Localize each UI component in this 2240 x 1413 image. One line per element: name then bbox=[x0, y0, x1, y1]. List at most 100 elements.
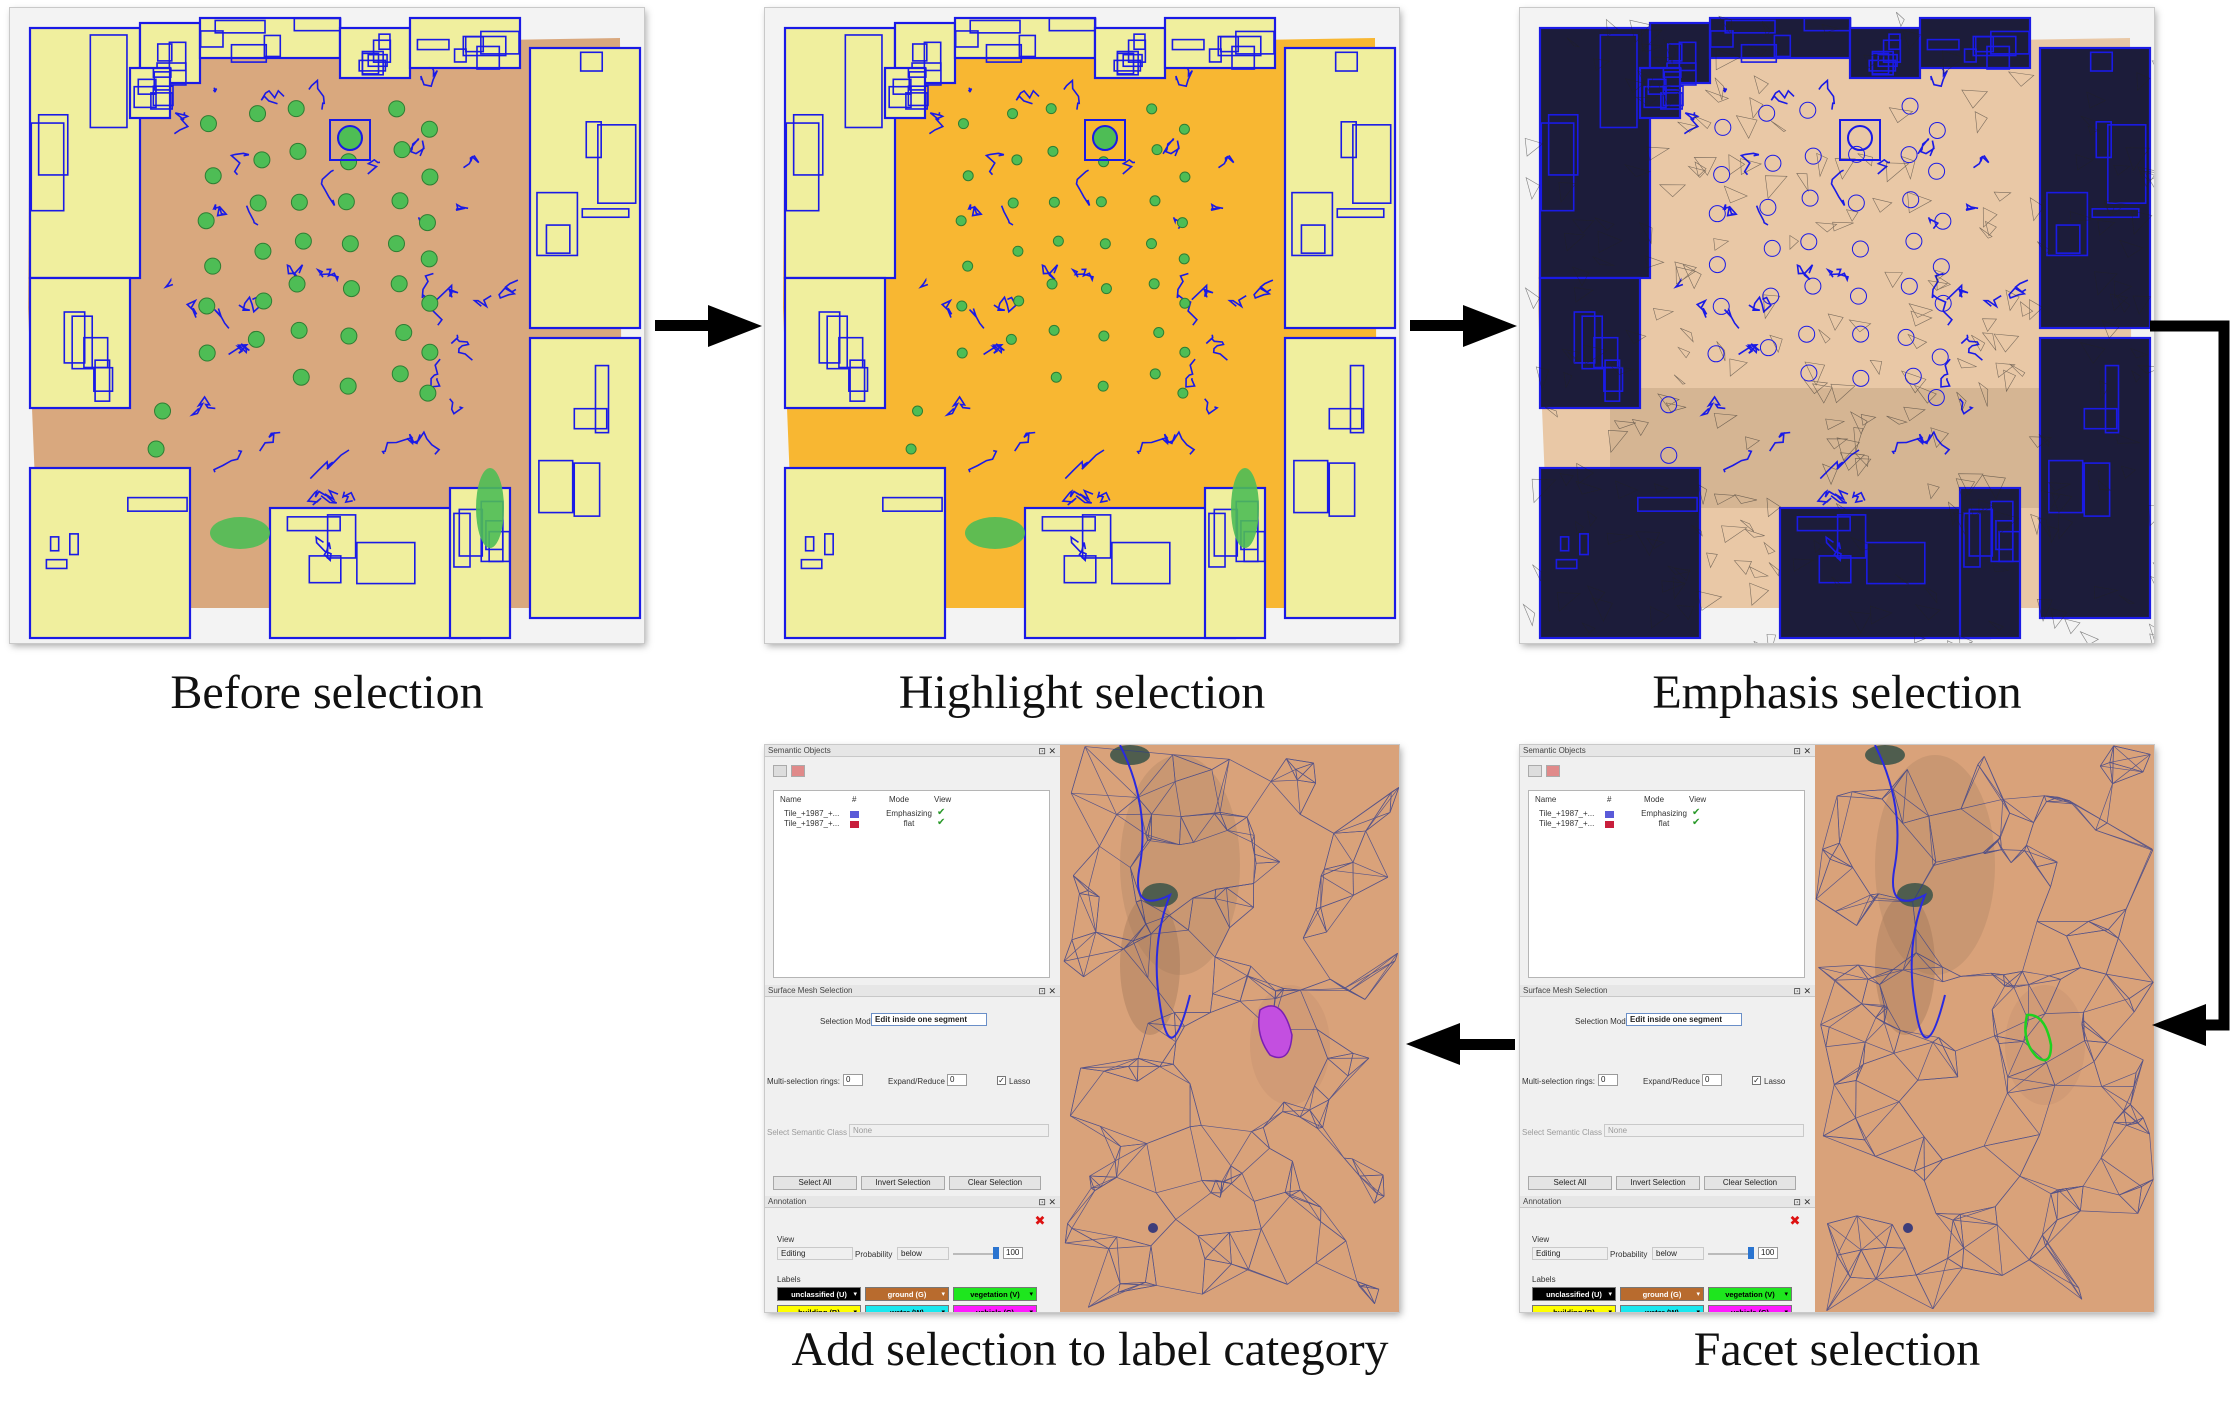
building-block bbox=[1778, 506, 1992, 640]
probability-slider[interactable] bbox=[1708, 1253, 1748, 1255]
label-button[interactable]: vehicle (C)▾ bbox=[953, 1305, 1037, 1312]
chevron-down-icon: ▾ bbox=[853, 1306, 857, 1312]
row-color-swatch[interactable] bbox=[1605, 821, 1614, 828]
row-color-swatch[interactable] bbox=[1605, 811, 1614, 818]
dock-close-icon[interactable]: ⊡ ✕ bbox=[1038, 746, 1056, 756]
label-button[interactable]: building (B)▾ bbox=[1532, 1305, 1616, 1312]
segment-border bbox=[1973, 154, 1990, 169]
probability-combo[interactable]: below bbox=[1652, 1247, 1704, 1260]
chevron-down-icon: ▾ bbox=[1029, 1306, 1033, 1312]
visible-check-icon[interactable]: ✔ bbox=[1692, 807, 1701, 818]
label-button[interactable]: vehicle (C)▾ bbox=[1708, 1305, 1792, 1312]
select-all-button[interactable]: Select All bbox=[1528, 1176, 1612, 1190]
label-button[interactable]: ground (G)▾ bbox=[1620, 1287, 1704, 1301]
segment-border bbox=[1096, 491, 1111, 504]
delete-annotation-icon[interactable]: ✖ bbox=[1034, 1213, 1046, 1228]
probability-spinbox[interactable]: 100 bbox=[1758, 1247, 1778, 1259]
segment-border bbox=[1014, 431, 1036, 452]
lasso-checkbox[interactable]: ✓ bbox=[1752, 1076, 1761, 1085]
segment-border bbox=[1874, 745, 1946, 1039]
clear-selection-button[interactable]: Clear Selection bbox=[949, 1176, 1041, 1190]
segment-border bbox=[185, 298, 198, 318]
label-button[interactable]: building (B)▾ bbox=[777, 1305, 861, 1312]
dock-close-icon[interactable]: ⊡ ✕ bbox=[1793, 986, 1811, 996]
list-header: Name bbox=[1535, 795, 1557, 804]
lasso-outline[interactable] bbox=[2024, 1013, 2053, 1062]
selection-mode-combo[interactable]: Edit inside one segment bbox=[1626, 1013, 1742, 1026]
chevron-down-icon: ▾ bbox=[1696, 1306, 1700, 1312]
label-button[interactable]: unclassified (U)▾ bbox=[777, 1287, 861, 1301]
select-semantic-class-label: Select Semantic Class bbox=[767, 1128, 848, 1137]
label-button[interactable]: ground (G)▾ bbox=[865, 1287, 949, 1301]
invert-selection-button[interactable]: Invert Selection bbox=[861, 1176, 945, 1190]
row-color-swatch[interactable] bbox=[850, 821, 859, 828]
visible-check-icon[interactable]: ✔ bbox=[937, 817, 946, 828]
caption-emphasis: Emphasis selection bbox=[1652, 666, 2022, 719]
list-row-name[interactable]: Tile_+1987_+... bbox=[784, 809, 840, 818]
multi-selection-spinbox[interactable]: 0 bbox=[843, 1074, 863, 1086]
dock-close-icon[interactable]: ⊡ ✕ bbox=[1793, 746, 1811, 756]
chevron-down-icon: ▾ bbox=[941, 1291, 945, 1298]
segment-border bbox=[1061, 489, 1082, 506]
invert-selection-button[interactable]: Invert Selection bbox=[1616, 1176, 1700, 1190]
select-all-button[interactable]: Select All bbox=[773, 1176, 857, 1190]
lasso-checkbox[interactable]: ✓ bbox=[997, 1076, 1006, 1085]
panel-before-selection bbox=[10, 8, 644, 643]
mesh-closeup-view[interactable] bbox=[1060, 745, 1399, 1312]
visible-check-icon[interactable]: ✔ bbox=[1692, 817, 1701, 828]
selection-mode-combo[interactable]: Edit inside one segment bbox=[871, 1013, 987, 1026]
list-row-name[interactable]: Tile_+1987_+... bbox=[1539, 809, 1595, 818]
remove-object-icon[interactable] bbox=[1546, 765, 1560, 777]
segment-border bbox=[1917, 138, 1935, 157]
view-combo[interactable]: Editing bbox=[777, 1247, 853, 1260]
segment-border bbox=[984, 152, 1005, 176]
expand-reduce-spinbox[interactable]: 0 bbox=[1702, 1074, 1722, 1086]
dock-annotation: Annotation⊡ ✕ bbox=[1520, 1196, 1815, 1208]
segment-border bbox=[1218, 154, 1235, 169]
clear-selection-button[interactable]: Clear Selection bbox=[1704, 1176, 1796, 1190]
row-color-swatch[interactable] bbox=[850, 811, 859, 818]
add-object-icon[interactable] bbox=[773, 765, 787, 777]
segment-border bbox=[449, 398, 464, 415]
view-combo[interactable]: Editing bbox=[1532, 1247, 1608, 1260]
segment-border bbox=[163, 277, 174, 289]
segment-border bbox=[1927, 217, 1940, 230]
add-object-icon[interactable] bbox=[1528, 765, 1542, 777]
probability-slider[interactable] bbox=[953, 1253, 993, 1255]
dock-close-icon[interactable]: ⊡ ✕ bbox=[1038, 1197, 1056, 1207]
expand-reduce-label: Expand/Reduce bbox=[1643, 1077, 1700, 1086]
list-row-name[interactable]: Tile_+1987_+... bbox=[784, 819, 840, 828]
slider-handle[interactable] bbox=[1748, 1247, 1754, 1259]
segment-border bbox=[1673, 277, 1684, 289]
building-block bbox=[1638, 66, 1684, 120]
probability-spinbox[interactable]: 100 bbox=[1003, 1247, 1023, 1259]
semantic-class-combo[interactable]: None bbox=[849, 1124, 1049, 1137]
chevron-down-icon: ▾ bbox=[1696, 1291, 1700, 1298]
segment-border bbox=[1204, 398, 1219, 415]
dock-close-icon[interactable]: ⊡ ✕ bbox=[1038, 986, 1056, 996]
list-header: # bbox=[852, 795, 857, 804]
mesh-closeup-view[interactable] bbox=[1815, 745, 2154, 1312]
delete-annotation-icon[interactable]: ✖ bbox=[1789, 1213, 1801, 1228]
multi-selection-spinbox[interactable]: 0 bbox=[1598, 1074, 1618, 1086]
selected-facets[interactable] bbox=[1258, 1005, 1293, 1059]
segment-border bbox=[1816, 489, 1837, 506]
list-row-name[interactable]: Tile_+1987_+... bbox=[1539, 819, 1595, 828]
probability-combo[interactable]: below bbox=[897, 1247, 949, 1260]
mesh-edges bbox=[1063, 746, 1399, 1308]
semantic-class-combo[interactable]: None bbox=[1604, 1124, 1804, 1137]
label-button[interactable]: vegetation (V)▾ bbox=[953, 1287, 1037, 1301]
label-button[interactable]: vegetation (V)▾ bbox=[1708, 1287, 1792, 1301]
select-semantic-class-label: Select Semantic Class bbox=[1522, 1128, 1603, 1137]
slider-handle[interactable] bbox=[993, 1247, 999, 1259]
label-button[interactable]: water (W)▾ bbox=[1620, 1305, 1704, 1312]
label-button[interactable]: unclassified (U)▾ bbox=[1532, 1287, 1616, 1301]
expand-reduce-spinbox[interactable]: 0 bbox=[947, 1074, 967, 1086]
remove-object-icon[interactable] bbox=[791, 765, 805, 777]
label-button[interactable]: water (W)▾ bbox=[865, 1305, 949, 1312]
visible-check-icon[interactable]: ✔ bbox=[937, 807, 946, 818]
dock-close-icon[interactable]: ⊡ ✕ bbox=[1793, 1197, 1811, 1207]
dock-semantic-objects: Semantic Objects⊡ ✕ bbox=[1520, 745, 1815, 757]
